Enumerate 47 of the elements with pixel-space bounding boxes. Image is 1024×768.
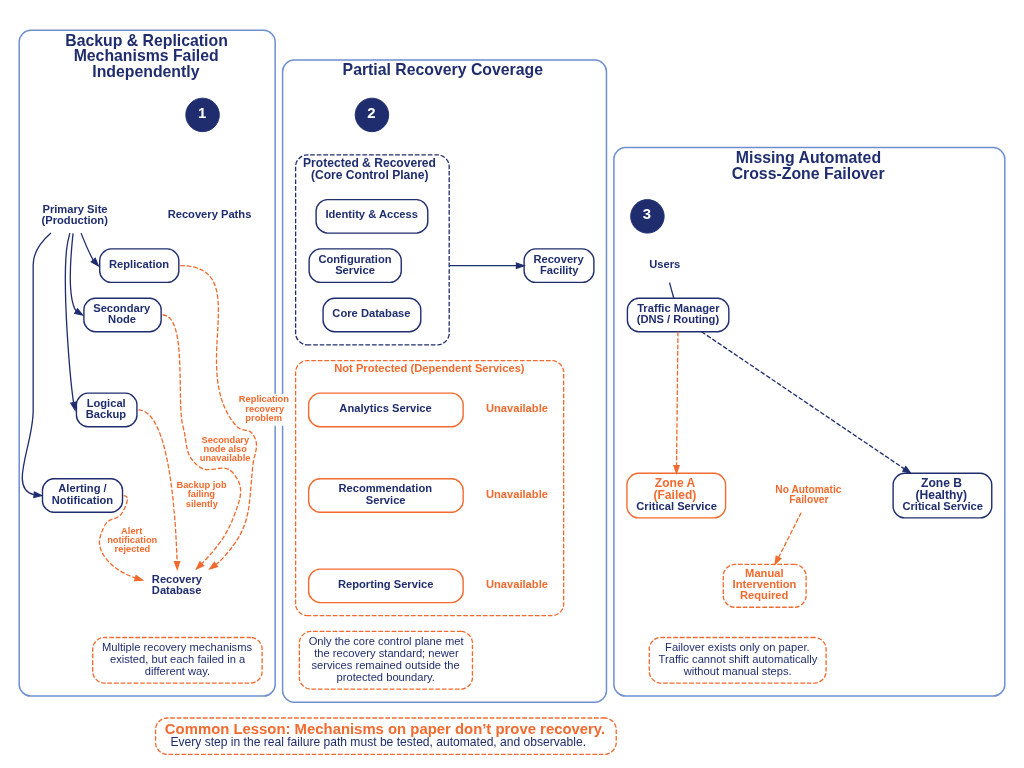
node-box: Multiple recovery mechanisms existed, but each failed in a different way. [92, 636, 263, 684]
label: Recovery Paths [167, 208, 252, 221]
node-label: Unavailable [485, 401, 548, 414]
node-box: Only the core control plane met the recovery standard; newer services remained outside the protected boundary. [298, 630, 474, 690]
node-circle: 3 [630, 199, 665, 234]
node-box: Manual Intervention Required [722, 563, 807, 608]
node-box: Recommendation Service [307, 478, 464, 513]
node-box: Traffic Manager (DNS / Routing) [626, 297, 730, 333]
node-text: Users [649, 257, 681, 270]
node-circle: 1 [185, 97, 220, 133]
node-box: Logical Backup [75, 392, 138, 428]
edge-label: Backup job failing silently [176, 480, 227, 509]
arrow [774, 512, 802, 566]
node-box: Zone A (Failed) Critical Service [626, 472, 727, 519]
edge-label: Alert notification rejected [107, 525, 158, 555]
node-box: Configuration Service [308, 248, 402, 284]
node-text: Primary Site (Production) [41, 203, 108, 227]
node-box: Zone B (Healthy) Critical Service [892, 472, 993, 519]
node-box: Identity & Access [315, 198, 429, 234]
node-box: Common Lesson: Mechanisms on paper don’t prove recovery. Every step in the real failure path must be tested, automated, and observable. [154, 717, 617, 755]
node-box: Analytics Service [307, 392, 464, 428]
node-label: Unavailable [485, 487, 548, 500]
arrow [69, 232, 85, 317]
arrow [21, 232, 52, 499]
arrow [179, 265, 258, 571]
node-text: No Automatic Failover [775, 483, 842, 505]
arrow [137, 409, 181, 571]
arrow [161, 314, 242, 571]
arrow [98, 494, 145, 582]
node-label: Unavailable [485, 577, 548, 590]
node-box: Alerting / Notification [41, 478, 124, 513]
edge-label: Secondary node also unavailable [199, 434, 251, 464]
node-box: Failover exists only on paper. Traffic cannot shift automatically without manual steps. [648, 636, 827, 684]
edge-label: Replication recovery problem [238, 394, 289, 424]
arrow [64, 232, 77, 412]
node-box: Replication [99, 248, 180, 284]
arrow [700, 331, 913, 475]
connector [668, 282, 675, 299]
node-box: Reporting Service [307, 568, 464, 604]
node-box: Core Database [322, 297, 422, 333]
arrow [673, 331, 681, 476]
node-box: Recovery Facility [523, 248, 595, 284]
node-circle: 2 [354, 97, 390, 133]
node-box: Secondary Node [83, 297, 162, 333]
node-text: Recovery Database [151, 572, 203, 596]
arrow [80, 232, 100, 268]
arrow [448, 262, 526, 270]
